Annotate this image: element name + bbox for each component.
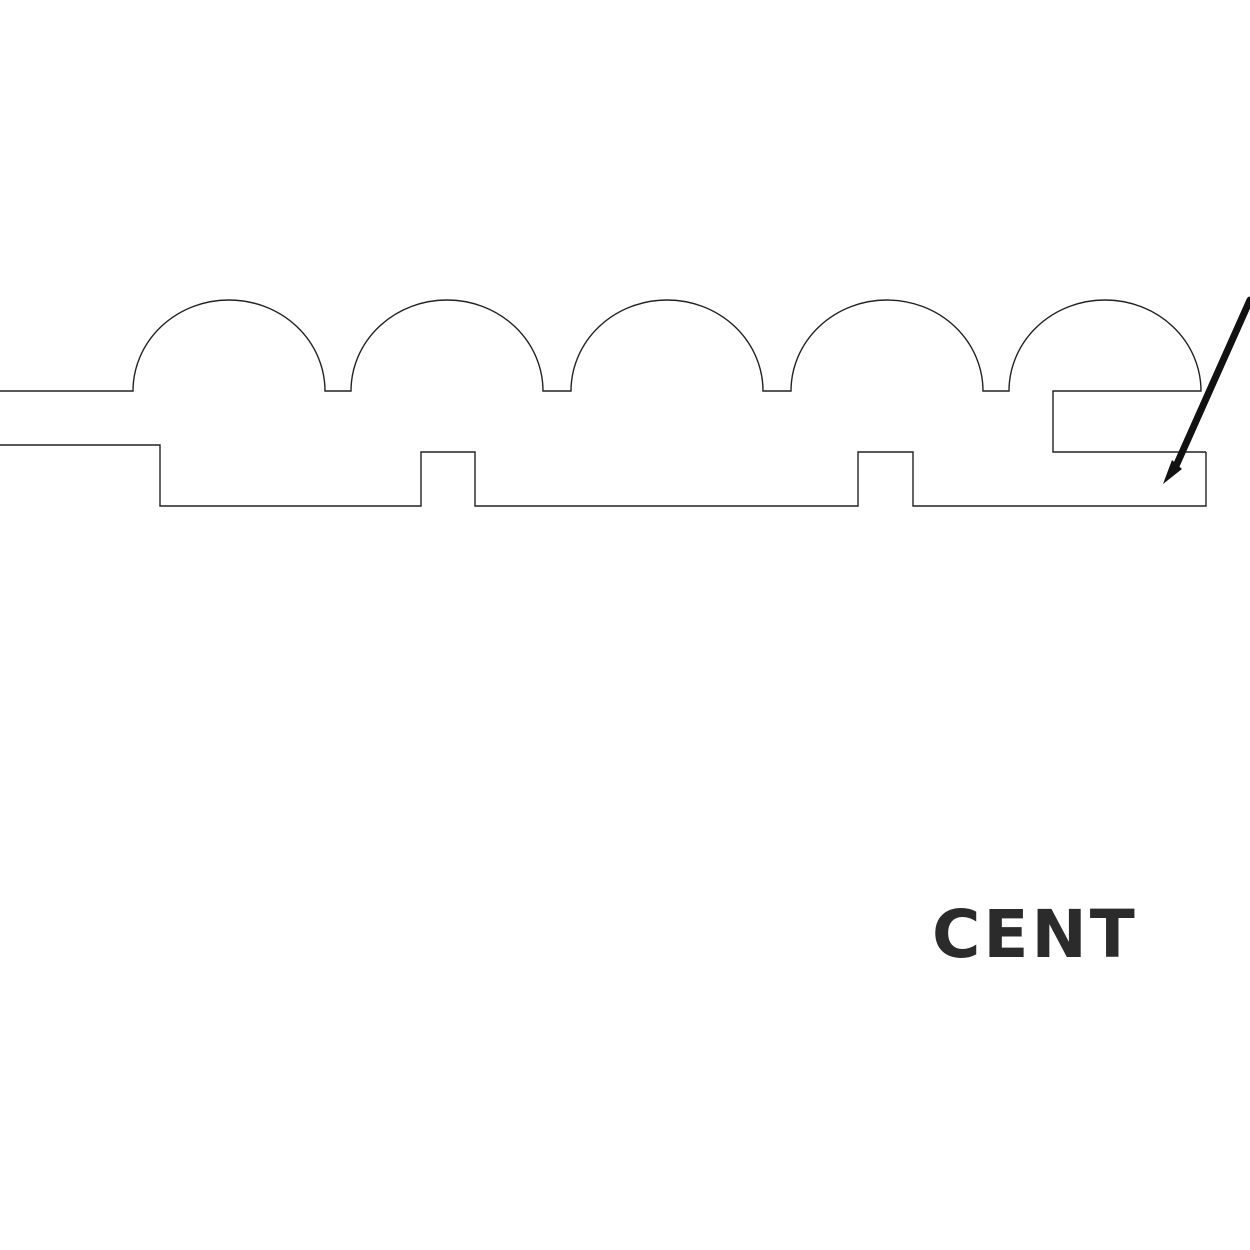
nail-icon	[1163, 296, 1250, 484]
nail-tip	[1163, 460, 1182, 484]
board-profile-bottom-outline	[0, 444, 1207, 507]
board-profile-top-outline	[0, 299, 1206, 453]
brand-logo: CENT	[932, 896, 1138, 973]
nail-shaft	[1172, 296, 1250, 470]
